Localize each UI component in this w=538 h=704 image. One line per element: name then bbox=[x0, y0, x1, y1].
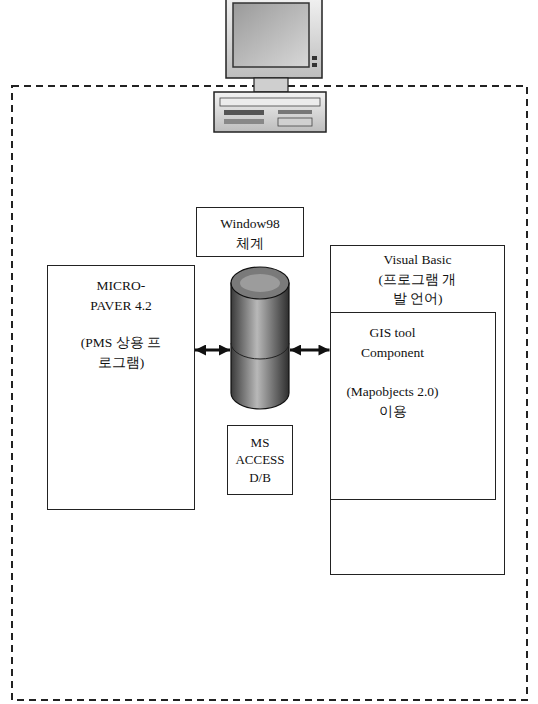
os-box: Window98 체계 bbox=[196, 207, 304, 257]
program-box: MICRO- PAVER 4.2 (PMS 상용 프로그램) bbox=[47, 265, 195, 510]
box-label: (PMS 상용 프로그램) bbox=[79, 333, 163, 372]
box-label: Visual Basic (프로그램 개발 언어) bbox=[376, 250, 460, 309]
data-flow-arrow bbox=[290, 349, 330, 352]
database-cylinder bbox=[230, 265, 290, 411]
database-node: MS ACCESS D/B bbox=[230, 265, 290, 497]
box-label: GIS tool Component bbox=[345, 323, 441, 362]
language-box: Visual Basic (프로그램 개발 언어)GIS tool Compon… bbox=[330, 245, 505, 575]
box-label: MICRO- PAVER 4.2 bbox=[79, 276, 163, 315]
box-label: (Mapobjects 2.0) 이용 bbox=[345, 382, 441, 421]
computer-illustration bbox=[214, 0, 326, 132]
database-label: MS ACCESS D/B bbox=[227, 425, 293, 495]
data-flow-arrow bbox=[195, 349, 230, 352]
system-boundary bbox=[12, 86, 527, 700]
box-label: Window98 체계 bbox=[213, 214, 287, 253]
component-box: GIS tool Component (Mapobjects 2.0) 이용 bbox=[330, 312, 496, 500]
